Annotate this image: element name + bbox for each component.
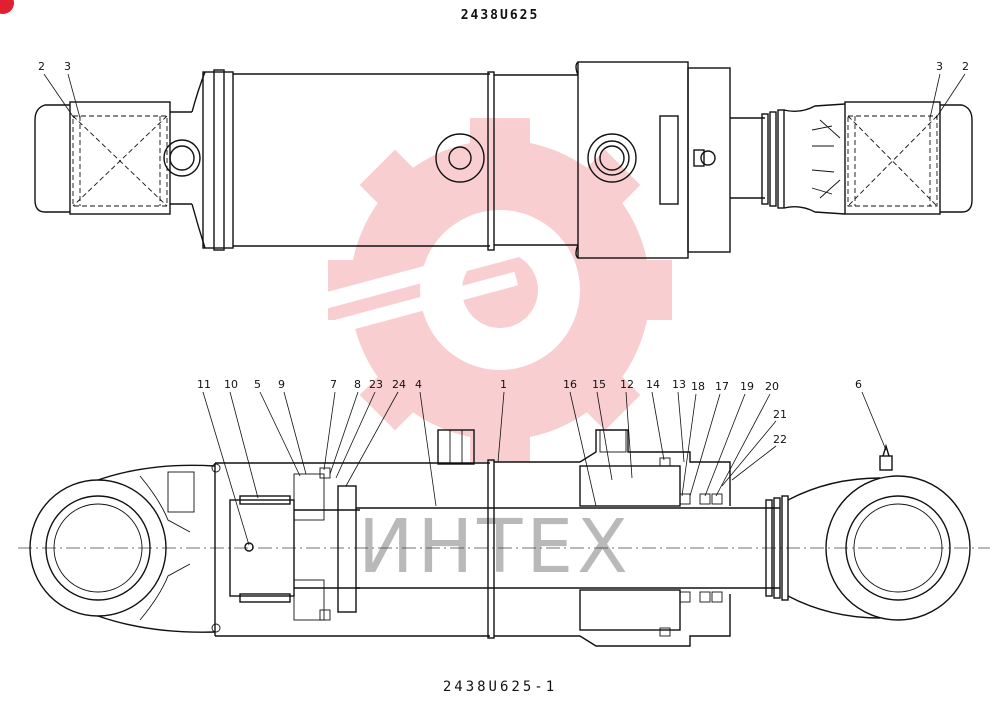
- callout-label: 17: [715, 380, 729, 393]
- callout-label: 11: [197, 378, 211, 391]
- section-view-callouts: 11 10 5 9 7 8 23 24 4 1 16 15 12 14 13 1…: [197, 378, 887, 546]
- callout-label: 3: [936, 60, 943, 73]
- callout-label: 22: [773, 433, 787, 446]
- callout-label: 21: [773, 408, 787, 421]
- drawing-code-top: 2438U625: [460, 8, 540, 23]
- corner-marker: [0, 0, 14, 14]
- callout-label: 12: [620, 378, 634, 391]
- callout-label: 5: [254, 378, 261, 391]
- callout-label: 1: [500, 378, 507, 391]
- drawing-code-bottom: 2438U625-1: [442, 679, 558, 695]
- top-view-callouts: 2 3 3 2: [38, 60, 969, 119]
- callout-label: 2: [38, 60, 45, 73]
- callout-label: 7: [330, 378, 337, 391]
- section-view: [18, 429, 990, 647]
- callout-label: 13: [672, 378, 686, 391]
- callout-label: 2: [962, 60, 969, 73]
- callout-label: 16: [563, 378, 577, 391]
- callout-label: 20: [765, 380, 779, 393]
- callout-label: 14: [646, 378, 660, 391]
- callout-label: 6: [855, 378, 862, 391]
- callout-label: 19: [740, 380, 754, 393]
- callout-label: 8: [354, 378, 361, 391]
- callout-label: 23: [369, 378, 383, 391]
- watermark-text: ИНТЕХ: [358, 504, 632, 590]
- callout-label: 15: [592, 378, 606, 391]
- callout-label: 18: [691, 380, 705, 393]
- callout-label: 9: [278, 378, 285, 391]
- callout-label: 4: [415, 378, 422, 391]
- callout-label: 10: [224, 378, 238, 391]
- callout-label: 3: [64, 60, 71, 73]
- callout-label: 24: [392, 378, 406, 391]
- watermark-gear-logo: [301, 118, 672, 462]
- top-view: [34, 61, 973, 259]
